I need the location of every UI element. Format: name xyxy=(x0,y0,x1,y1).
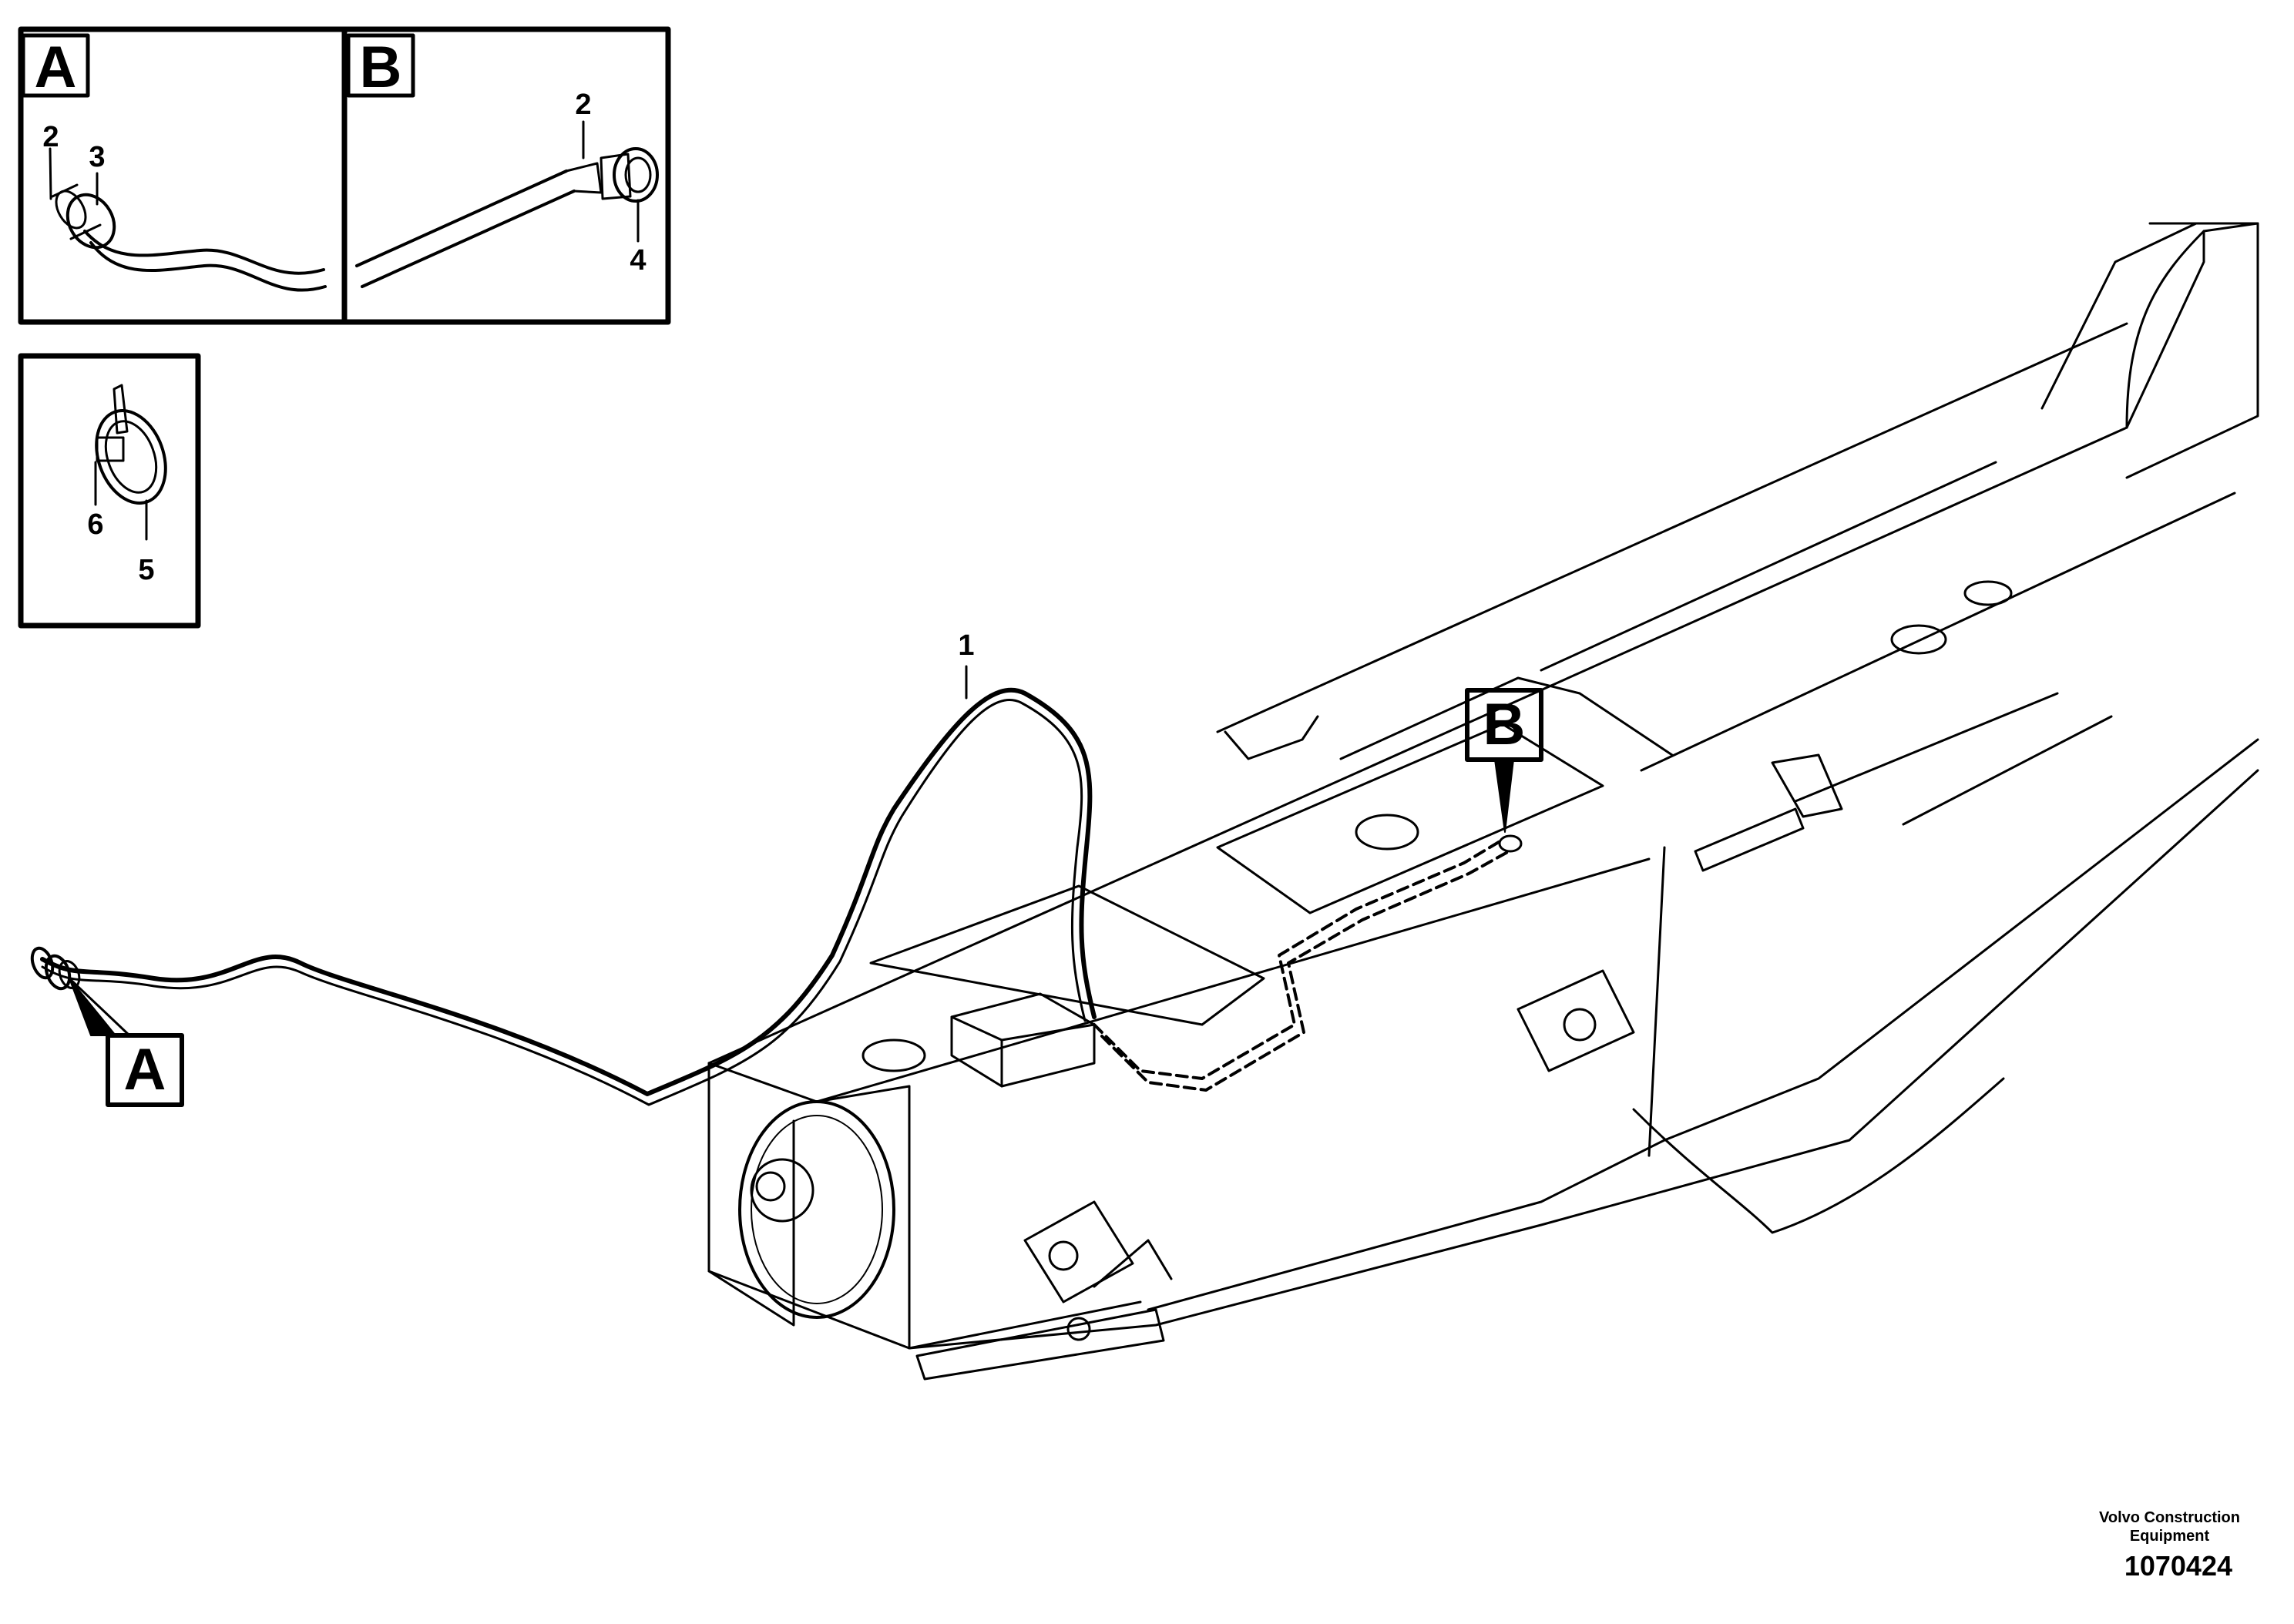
inset-a-panel: A 2 3 xyxy=(18,26,348,325)
inset-b-callout-2: 2 xyxy=(575,89,591,121)
hose-clamp-icon xyxy=(95,384,167,505)
inset-b-fitting xyxy=(565,147,659,203)
hidden-hose-route-2 xyxy=(1100,849,1512,1092)
publisher-line-1: Volvo Construction xyxy=(2099,1509,2240,1526)
inset-clamp-callout-5: 5 xyxy=(138,554,154,586)
tag-b-letter: B xyxy=(1483,692,1526,757)
tag-b: B xyxy=(1465,688,1543,853)
hose-assembly xyxy=(30,687,1097,1106)
inset-b-panel: B 2 4 xyxy=(341,26,671,325)
figure-number: 1070424 xyxy=(2124,1550,2232,1582)
hose-callout-1: 1 xyxy=(958,629,974,662)
boom-frame xyxy=(707,222,2259,1381)
publisher-line-2: Equipment xyxy=(2129,1528,2210,1545)
inset-a-callout-2: 2 xyxy=(42,121,59,153)
inset-a-letter: A xyxy=(35,35,77,100)
inset-b-letter: B xyxy=(360,35,402,100)
hidden-hose-route xyxy=(1093,838,1504,1080)
inset-a-callout-3: 3 xyxy=(89,141,105,173)
publisher-credit: Volvo Construction Equipment xyxy=(2099,1508,2240,1545)
inset-b-callout-4: 4 xyxy=(630,244,646,277)
inset-clamp-callout-6: 6 xyxy=(87,508,103,541)
tag-a: A xyxy=(68,977,184,1107)
inset-clamp-panel: 6 5 xyxy=(18,353,201,629)
inset-a-coupling xyxy=(51,183,116,250)
tag-a-letter: A xyxy=(124,1037,166,1102)
